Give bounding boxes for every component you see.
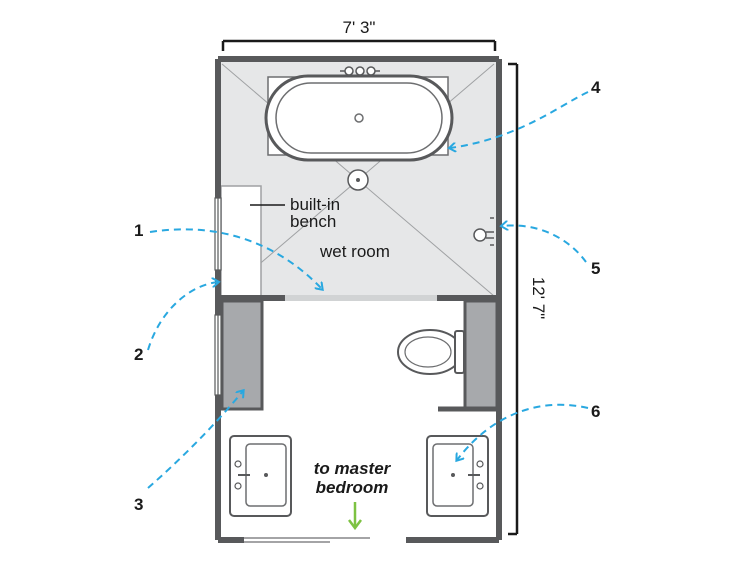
exit-label-line1: to master xyxy=(314,459,392,478)
bench-label-line2: bench xyxy=(290,212,336,231)
sink-right-icon xyxy=(426,435,489,517)
length-dimension: 12' 7" xyxy=(529,277,548,319)
tub-faucet-icon xyxy=(340,66,380,76)
callout-3: 3 xyxy=(134,495,143,514)
callout-arrow-4 xyxy=(450,91,589,148)
glass-partition xyxy=(285,295,437,301)
length-dimension-line xyxy=(508,62,519,536)
built-in-bench xyxy=(220,185,262,297)
sliding-door xyxy=(244,537,370,543)
callout-2: 2 xyxy=(134,345,143,364)
callout-arrow-5 xyxy=(502,225,587,263)
callout-arrow-3 xyxy=(147,391,243,489)
toilet-icon xyxy=(397,329,465,375)
bench-label-line1: built-in xyxy=(290,195,340,214)
window-upper xyxy=(214,197,222,271)
callout-arrow-2 xyxy=(147,282,218,351)
floor-drain-center xyxy=(356,178,360,182)
sink-left-icon xyxy=(229,435,292,517)
toilet-partition xyxy=(463,299,499,411)
callout-arrow-6 xyxy=(457,403,589,460)
window-lower xyxy=(214,314,222,396)
width-dimension-line xyxy=(221,39,497,51)
width-dimension: 7' 3" xyxy=(343,18,376,37)
tub-drain xyxy=(354,113,364,123)
callout-4: 4 xyxy=(591,78,601,97)
callout-6: 6 xyxy=(591,402,600,421)
callout-5: 5 xyxy=(591,259,600,278)
exit-label-line2: bedroom xyxy=(316,478,389,497)
bathtub-basin xyxy=(275,82,443,154)
shower-valve-icon xyxy=(473,217,494,246)
callout-1: 1 xyxy=(134,221,143,240)
exit-arrow-icon xyxy=(348,502,362,531)
wet-room-label: wet room xyxy=(319,242,390,261)
